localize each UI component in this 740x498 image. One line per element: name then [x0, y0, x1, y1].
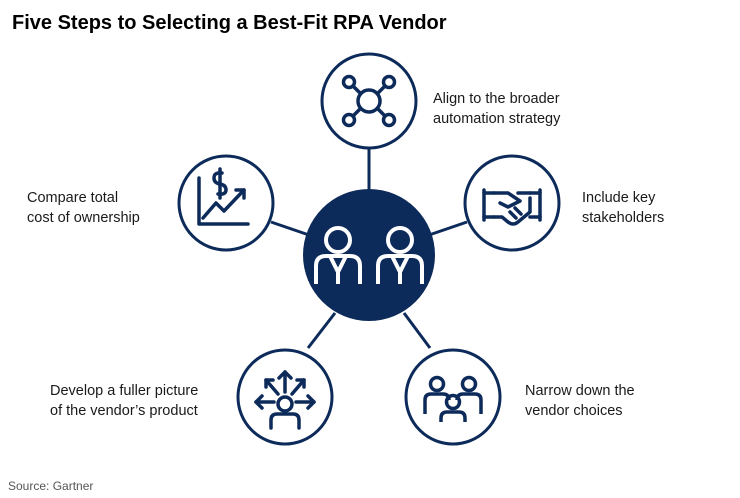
- people-group-icon: [423, 375, 483, 422]
- step-node-align: [320, 52, 418, 150]
- center-node: [303, 189, 435, 321]
- step-label-compare: Compare total cost of ownership: [27, 190, 140, 226]
- person-arrows-icon: [254, 370, 316, 430]
- connector-right: [428, 220, 468, 237]
- rising-cost-chart-icon: [197, 167, 250, 226]
- connector-bottom-left: [306, 312, 337, 349]
- source-note: Source: Gartner: [8, 479, 94, 493]
- handshake-icon: [482, 188, 542, 226]
- step-node-stakeholders: [463, 154, 561, 252]
- network-hub-icon: [341, 74, 397, 128]
- step-node-narrow: [404, 348, 502, 446]
- step-label-narrow: Narrow down the vendor choices: [525, 383, 635, 419]
- connector-left: [270, 220, 310, 237]
- step-node-develop: [236, 348, 334, 446]
- connector-bottom-right: [402, 312, 432, 349]
- diagram-title: Five Steps to Selecting a Best-Fit RPA V…: [12, 12, 447, 34]
- step-label-stakeholders: Include key stakeholders: [582, 190, 665, 226]
- step-node-compare: [177, 154, 275, 252]
- step-label-develop: Develop a fuller picture of the vendor’s…: [50, 383, 199, 419]
- connector-lines: [270, 148, 468, 349]
- business-people-icon: [314, 226, 424, 284]
- step-label-align: Align to the broader automation strategy: [433, 91, 561, 127]
